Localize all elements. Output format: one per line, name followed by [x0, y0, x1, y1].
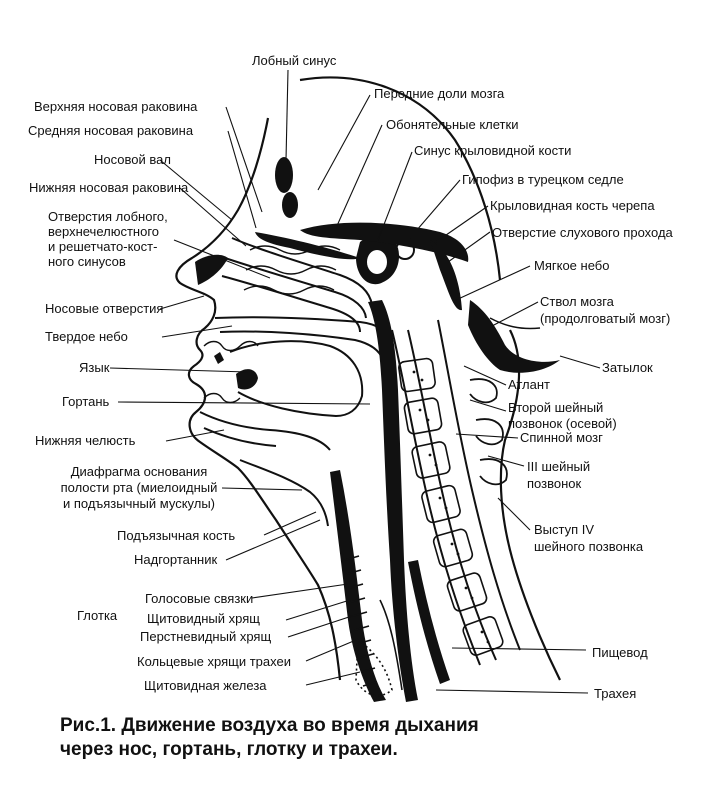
label-sinus-openings: Отверстия лобного, верхнечелюстного и ре…: [48, 209, 168, 269]
label-cricoid-cartilage: Перстневидный хрящ: [140, 629, 272, 644]
label-tongue: Язык: [79, 360, 110, 375]
leader-lines: [109, 69, 601, 694]
label-lower-jaw: Нижняя челюсть: [35, 433, 136, 448]
esophagus-dark: [408, 560, 450, 684]
label-atlas: Атлант: [508, 377, 551, 392]
label-fourth-process: Выступ IV шейного позвонка: [534, 522, 644, 554]
label-pharynx: Глотка: [77, 608, 118, 623]
label-pituitary: Гипофиз в турецком седле: [462, 172, 624, 187]
label-spinal-cord: Спинной мозг: [520, 430, 603, 445]
pharynx-airway: [330, 300, 418, 702]
label-trachea: Трахея: [594, 686, 637, 701]
vertebra-texture: [412, 370, 490, 644]
label-occiput: Затылок: [602, 360, 653, 375]
label-oral-diaphragm: Диафрагма основания полости рта (миелоид…: [60, 464, 218, 511]
label-tracheal-rings: Кольцевые хрящи трахеи: [137, 654, 291, 669]
trachea-rings: [344, 555, 403, 691]
label-nostrils: Носовые отверстия: [45, 301, 164, 316]
skull-base: [300, 222, 469, 311]
sphenoid-sinus-shape: [356, 235, 400, 285]
label-soft-palate: Мягкое небо: [534, 258, 610, 273]
label-hyoid-bone: Подъязычная кость: [117, 528, 236, 543]
label-hard-palate: Твердое небо: [45, 329, 128, 344]
label-third-vertebra: III шейный позвонок: [527, 459, 591, 491]
label-epiglottis: Надгортанник: [134, 552, 218, 567]
label-axis-vertebra: Второй шейный позвонок (осевой): [508, 400, 617, 431]
figure-caption: Рис.1. Движение воздуха во время дыхания…: [60, 714, 479, 762]
spinal-processes: [469, 378, 508, 486]
label-auditory-opening: Отверстие слухового прохода: [492, 225, 673, 240]
caption-line-2: через нос, гортань, глотку и трахеи.: [60, 739, 398, 760]
label-middle-nasal-concha: Средняя носовая раковина: [28, 123, 194, 138]
label-thyroid-cartilage: Щитовидный хрящ: [147, 611, 260, 626]
brain-stem-shape: [468, 300, 560, 373]
label-superior-nasal-concha: Верхняя носовая раковина: [34, 99, 198, 114]
frontal-sinus-shape: [275, 157, 298, 218]
caption-line-1: Рис.1. Движение воздуха во время дыхания: [60, 715, 479, 736]
label-brain-stem: Ствол мозга (продолговатый мозг): [540, 294, 671, 326]
label-vocal-cords: Голосовые связки: [145, 591, 254, 606]
label-inferior-nasal-concha: Нижняя носовая раковина: [29, 180, 189, 195]
palate-and-tongue: [203, 316, 393, 418]
label-anterior-brain-lobes: Передние доли мозга: [374, 86, 505, 101]
teeth-dark: [214, 352, 258, 390]
label-thyroid-gland: Щитовидная железа: [144, 678, 267, 693]
label-frontal-sinus: Лобный синус: [252, 53, 337, 68]
lower-jaw-shape: [199, 411, 331, 527]
label-esophagus: Пищевод: [592, 645, 648, 660]
label-sphenoid-bone: Крыловидная кость черепа: [490, 198, 655, 213]
label-nasal-ridge: Носовой вал: [94, 152, 171, 167]
nasal-dark-areas: [195, 232, 360, 285]
vertebrae: [398, 357, 504, 656]
cervical-spine: [391, 319, 521, 666]
label-larynx: Гортань: [62, 394, 110, 409]
face-profile-outline: [175, 76, 561, 681]
thyroid-gland-shape: [355, 638, 393, 697]
label-sphenoid-sinus: Синус крыловидной кости: [414, 143, 572, 158]
label-olfactory-cells: Обонятельные клетки: [386, 117, 519, 132]
